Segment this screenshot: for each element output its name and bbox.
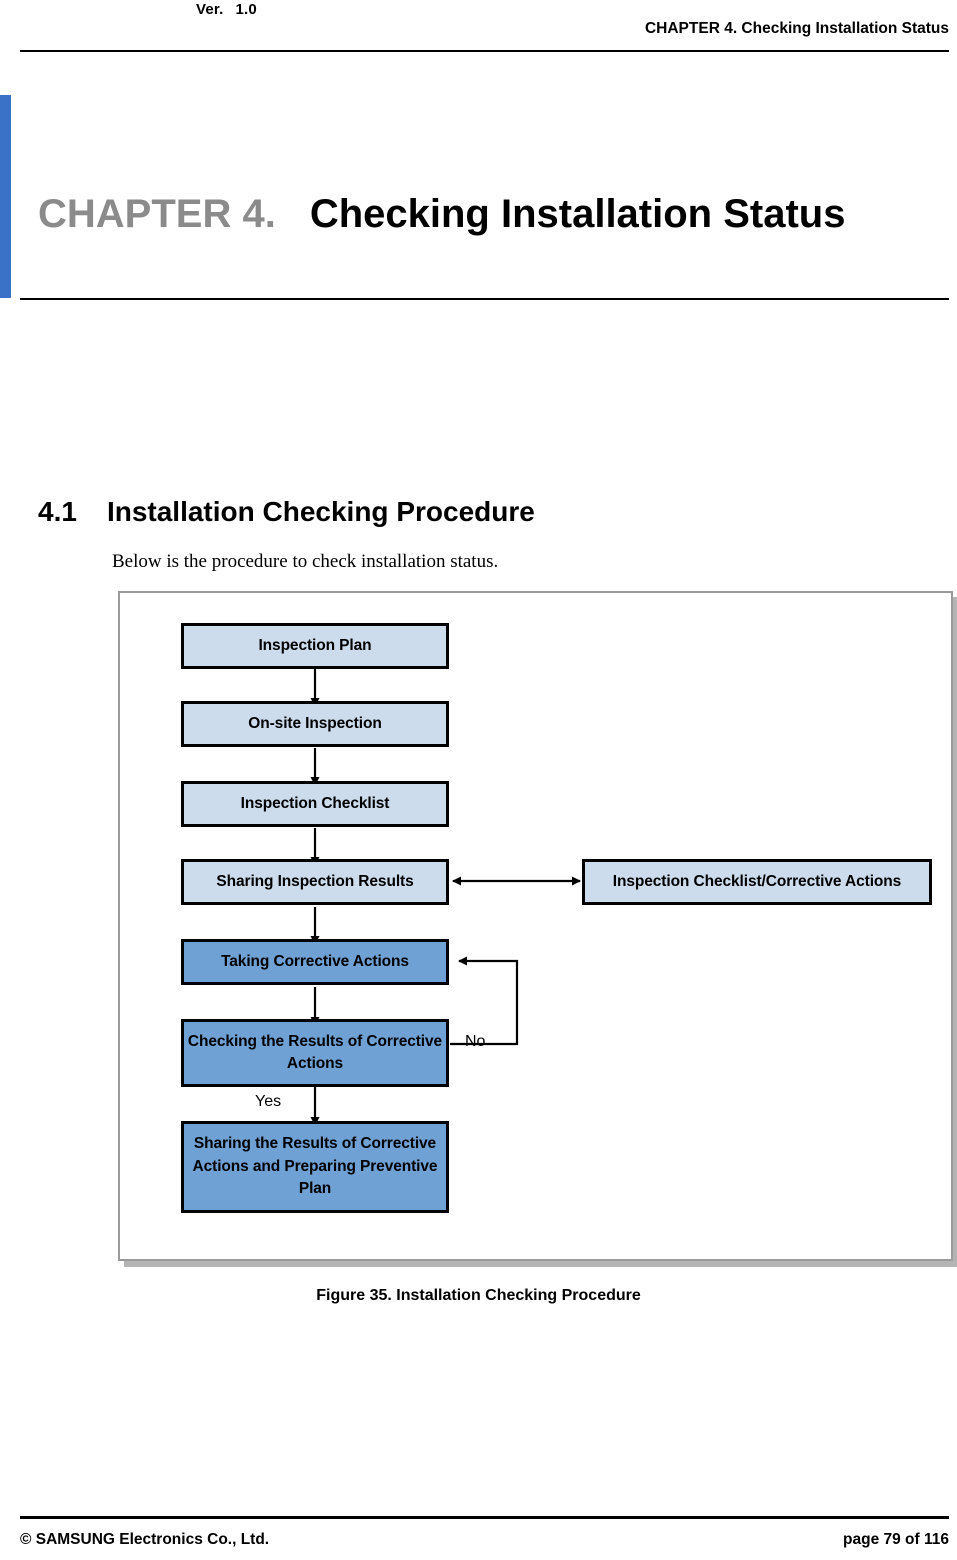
chapter-number: CHAPTER 4. <box>38 191 276 236</box>
footer-divider <box>20 1516 949 1519</box>
flowchart: Inspection Plan On-site Inspection Inspe… <box>120 593 955 1263</box>
flow-node-sharing-inspection-results[interactable]: Sharing Inspection Results <box>181 859 449 905</box>
flow-node-label: Sharing Inspection Results <box>216 872 414 890</box>
footer-page-number: page 79 of 116 <box>843 1531 949 1548</box>
figure-container: Inspection Plan On-site Inspection Inspe… <box>118 591 953 1261</box>
flow-node-label: Inspection Checklist/Corrective Actions <box>612 872 902 890</box>
edge-label-yes: Yes <box>255 1093 282 1110</box>
flow-node-label: Inspection Plan <box>258 636 372 654</box>
flow-node-taking-corrective-actions[interactable]: Taking Corrective Actions <box>181 939 449 985</box>
flowchart-connectors <box>310 669 581 1126</box>
flow-node-label: Taking Corrective Actions <box>221 952 409 970</box>
section-number: 4.1 <box>38 496 77 528</box>
flow-node-inspection-checklist[interactable]: Inspection Checklist <box>181 781 449 827</box>
header-chapter-title: CHAPTER 4. Checking Installation Status <box>644 20 949 37</box>
header-version: Ver. 1.0 <box>196 1 257 18</box>
flow-node-inspection-plan[interactable]: Inspection Plan <box>181 623 449 669</box>
edge-label-no: No <box>465 1033 486 1050</box>
flow-node-on-site-inspection[interactable]: On-site Inspection <box>181 701 449 747</box>
section-title: Installation Checking Procedure <box>106 496 535 528</box>
chapter-title-text: Checking Installation Status <box>309 191 846 236</box>
footer-copyright: © SAMSUNG Electronics Co., Ltd. <box>20 1531 270 1548</box>
header-version-label: Ver. <box>196 1 224 18</box>
page-title: CHAPTER 4. Checking Installation Status <box>38 187 928 242</box>
header-divider <box>20 50 949 52</box>
flow-node-label: Sharing the Results of Corrective Action… <box>192 1135 438 1198</box>
flow-node-label: On-site Inspection <box>248 714 382 732</box>
section-body-text: Below is the procedure to check installa… <box>112 551 499 572</box>
flow-node-sharing-results-preventive-plan[interactable]: Sharing the Results of Corrective Action… <box>181 1121 449 1213</box>
section-heading: 4.1 Installation Checking Procedure <box>38 496 535 528</box>
chapter-divider <box>20 298 949 300</box>
flow-node-checking-results-of-corrective-actions[interactable]: Checking the Results of Corrective Actio… <box>181 1019 449 1087</box>
figure-caption: Figure 35. Installation Checking Procedu… <box>316 1287 641 1304</box>
header-version-value: 1.0 <box>235 1 257 18</box>
chapter-accent-bar <box>0 95 11 298</box>
flow-node-label: Checking the Results of Corrective Actio… <box>187 1032 443 1072</box>
flow-node-inspection-checklist-corrective-actions[interactable]: Inspection Checklist/Corrective Actions <box>582 859 932 905</box>
flow-node-label: Inspection Checklist <box>240 794 390 812</box>
